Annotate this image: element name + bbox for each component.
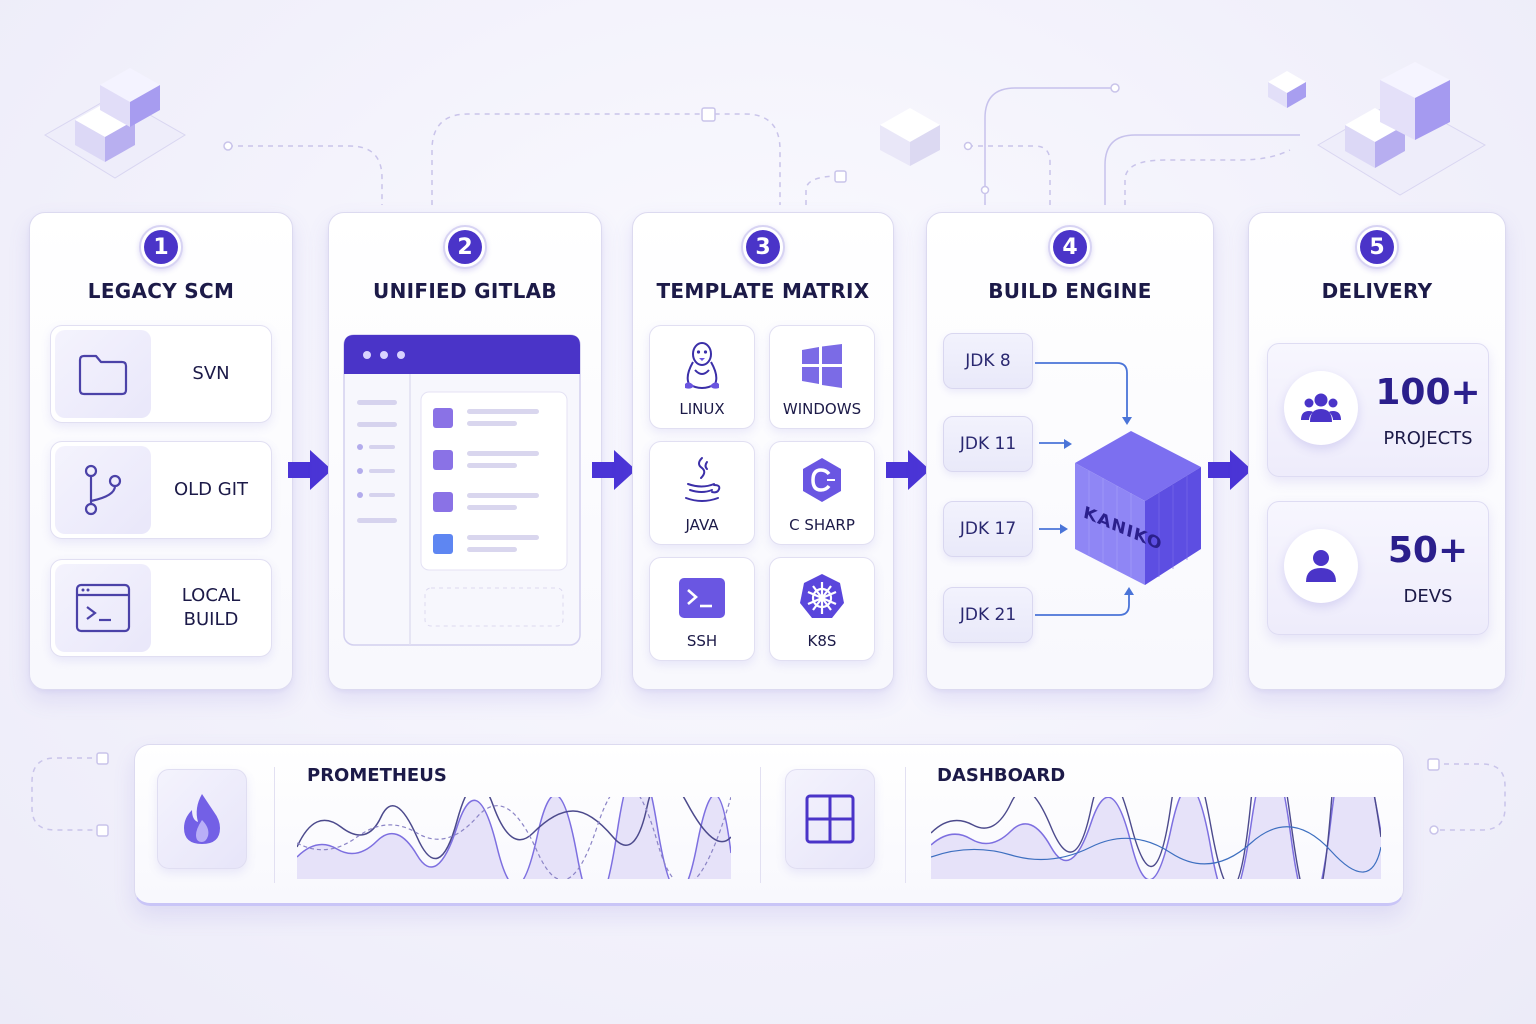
grid-dashboard-icon <box>785 769 875 869</box>
monitor-title-dashboard: DASHBOARD <box>937 765 1066 786</box>
jdk-version-17: JDK 17 <box>943 501 1033 557</box>
flow-arrow <box>1208 450 1252 490</box>
stage-title: DELIVERY <box>1321 279 1433 303</box>
template-label: LINUX <box>679 400 725 418</box>
gitlab-window-illustration <box>343 334 581 646</box>
source-label: LOCAL BUILD <box>181 585 241 630</box>
flow-arrow <box>288 450 332 490</box>
stage-title: BUILD ENGINE <box>988 279 1152 303</box>
dashboard-metrics-chart <box>931 797 1381 879</box>
divider <box>760 767 761 883</box>
stage-title: UNIFIED GITLAB <box>373 279 557 303</box>
source-label: OLD GIT <box>173 479 249 500</box>
divider <box>905 767 906 883</box>
source-card-local-build: LOCAL BUILD <box>50 559 272 657</box>
step-number-badge: 3 <box>741 225 785 269</box>
kaniko-cube <box>1075 431 1201 585</box>
template-java: JAVA <box>649 441 755 545</box>
template-label: SSH <box>686 632 718 650</box>
jdk-version-21: JDK 21 <box>943 587 1033 643</box>
kubernetes-icon <box>800 574 844 618</box>
divider <box>274 767 275 883</box>
jdk-version-8: JDK 8 <box>943 333 1033 389</box>
source-card-old-git: OLD GIT <box>50 441 272 539</box>
flow-arrow <box>592 450 636 490</box>
users-group-icon <box>1284 371 1358 445</box>
folder-icon <box>55 330 151 418</box>
monitoring-bar: PROMETHEUS DASHBOARD <box>134 744 1404 906</box>
windows-icon <box>802 344 842 388</box>
step-number-badge: 1 <box>139 225 183 269</box>
git-branch-icon <box>55 446 151 534</box>
flow-arrow <box>886 450 930 490</box>
template-csharp: C SHARP <box>769 441 875 545</box>
jdk-connectors <box>1035 362 1201 616</box>
source-label: SVN <box>192 363 230 384</box>
java-icon <box>685 457 721 502</box>
stage-title: TEMPLATE MATRIX <box>656 279 870 303</box>
stage-build-engine: 4 BUILD ENGINE KANIKO JDK 8 JDK 11 JDK 1… <box>926 212 1214 690</box>
stage-delivery: 5 DELIVERY 100+ PROJECTS 50+ DEVS <box>1248 212 1506 690</box>
source-card-svn: SVN <box>50 325 272 423</box>
template-label: WINDOWS <box>782 400 862 418</box>
template-ssh: SSH <box>649 557 755 661</box>
linux-icon <box>685 342 719 390</box>
step-number-badge: 2 <box>443 225 487 269</box>
jdk-version-11: JDK 11 <box>943 416 1033 472</box>
template-windows: WINDOWS <box>769 325 875 429</box>
template-linux: LINUX <box>649 325 755 429</box>
monitor-title-prometheus: PROMETHEUS <box>307 765 447 786</box>
user-icon <box>1284 529 1358 603</box>
stat-card-projects: 100+ PROJECTS <box>1267 343 1489 477</box>
stage-title: LEGACY SCM <box>87 279 235 303</box>
step-number-badge: 5 <box>1355 225 1399 269</box>
stage-legacy-scm: 1 LEGACY SCM SVN OLD GIT LOCAL BUILD <box>29 212 293 690</box>
terminal-icon <box>55 564 151 652</box>
template-k8s: K8S <box>769 557 875 661</box>
template-label: C SHARP <box>789 516 855 534</box>
stage-template-matrix: 3 TEMPLATE MATRIX LINUX WINDOWS JAVA <box>632 212 894 690</box>
stat-card-devs: 50+ DEVS <box>1267 501 1489 635</box>
stat-value: 100+ <box>1375 372 1481 413</box>
prometheus-metrics-chart <box>297 797 731 879</box>
template-label: K8S <box>807 632 837 650</box>
fire-icon <box>157 769 247 869</box>
template-label: JAVA <box>685 516 719 534</box>
stage-unified-gitlab: 2 UNIFIED GITLAB <box>328 212 602 690</box>
stat-label: DEVS <box>1403 586 1453 607</box>
ssh-terminal-icon <box>679 578 725 618</box>
stat-label: PROJECTS <box>1383 428 1473 449</box>
stat-value: 50+ <box>1387 530 1469 571</box>
step-number-badge: 4 <box>1048 225 1092 269</box>
csharp-icon <box>803 458 841 502</box>
